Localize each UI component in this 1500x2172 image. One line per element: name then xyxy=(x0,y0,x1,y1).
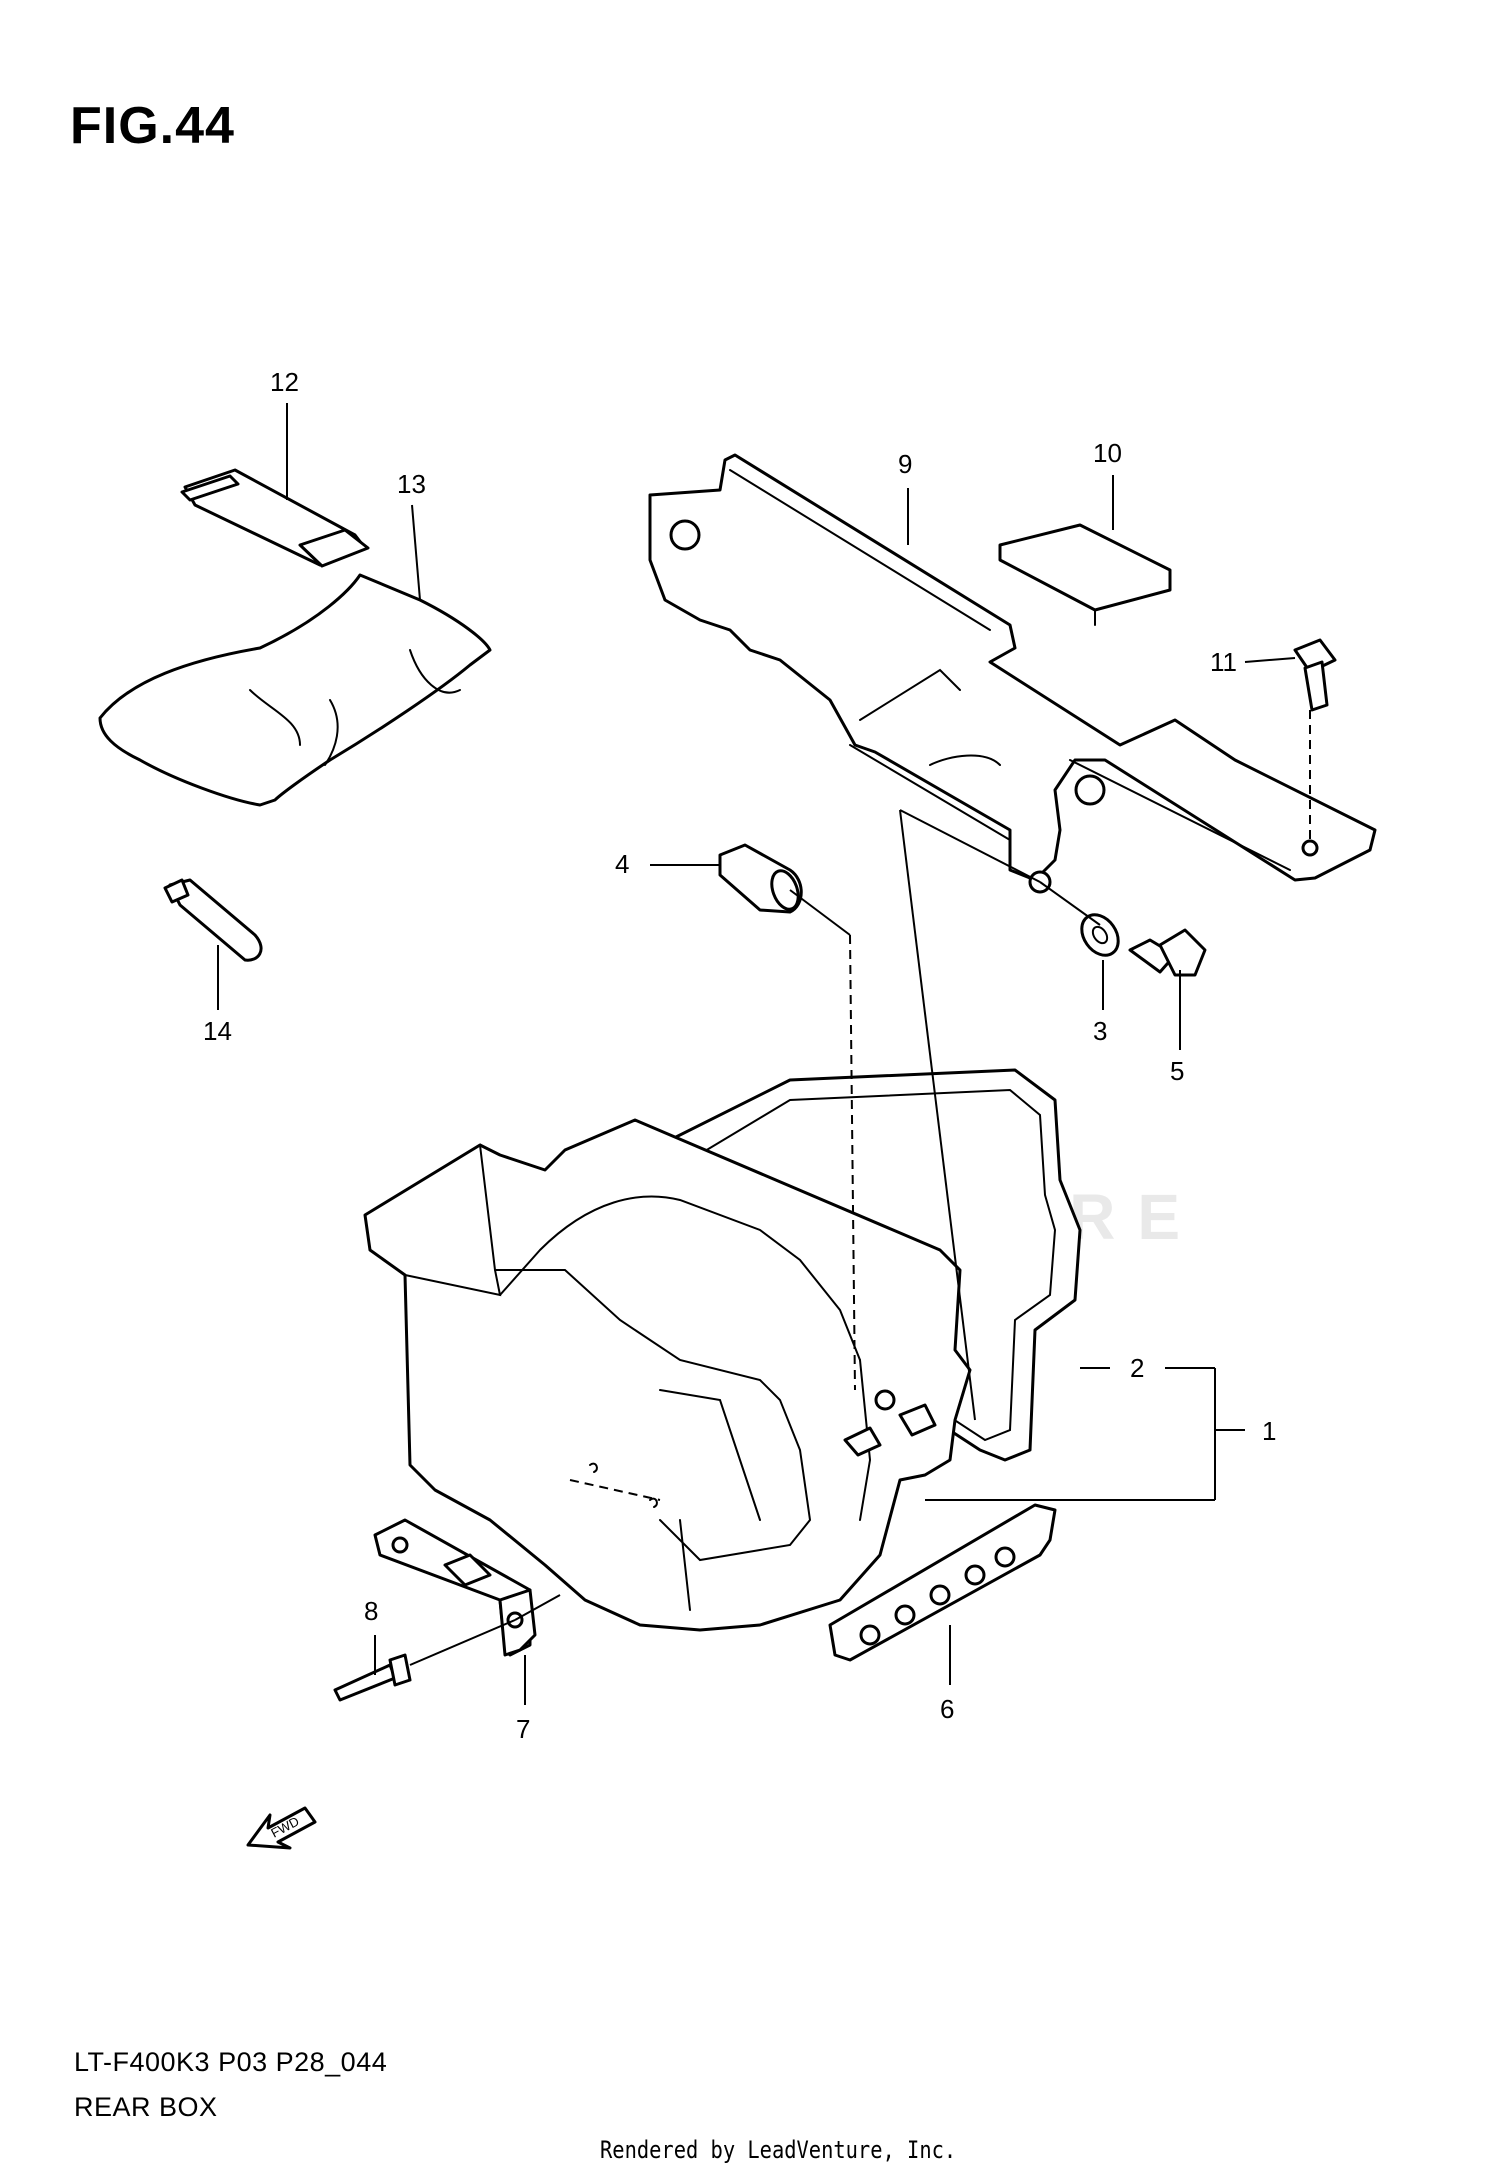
footer-credit: Rendered by LeadVenture, Inc. xyxy=(600,2136,957,2164)
diagram-code: LT-F400K3 P03 P28_044 xyxy=(74,2047,388,2077)
callout-10[interactable]: 10 xyxy=(1093,438,1122,468)
callout-7[interactable]: 7 xyxy=(516,1714,530,1744)
callout-11[interactable]: 11 xyxy=(1210,647,1237,677)
callout-12[interactable]: 12 xyxy=(270,367,299,397)
reflector-bracket-part[interactable] xyxy=(828,1503,1057,1662)
callout-13[interactable]: 13 xyxy=(397,469,426,499)
bolt-part[interactable] xyxy=(1293,638,1337,712)
strap-part[interactable] xyxy=(180,468,370,568)
rear-box-part[interactable] xyxy=(363,1118,972,1632)
washer-part[interactable] xyxy=(1074,908,1125,962)
pad-part[interactable] xyxy=(998,523,1172,626)
figure-title: FIG.44 xyxy=(70,97,235,155)
plug-part[interactable] xyxy=(163,878,263,962)
plate-bracket-part[interactable] xyxy=(373,1518,537,1657)
forward-arrow-icon: FWD xyxy=(246,1806,317,1850)
callout-1[interactable]: 1 xyxy=(1262,1416,1276,1446)
callout-3[interactable]: 3 xyxy=(1093,1016,1107,1046)
leader-lines xyxy=(217,403,1311,1705)
screw-part[interactable] xyxy=(1128,928,1207,977)
callout-14[interactable]: 14 xyxy=(203,1016,232,1046)
cover-part[interactable] xyxy=(98,573,492,807)
bracket-part[interactable] xyxy=(648,453,1377,894)
diagram-name: REAR BOX xyxy=(74,2092,218,2122)
collar-part[interactable] xyxy=(718,843,803,914)
callouts: 1 2 3 4 5 6 7 8 9 10 11 12 13 14 xyxy=(203,367,1276,1744)
callout-8[interactable]: 8 xyxy=(364,1596,378,1626)
callout-9[interactable]: 9 xyxy=(898,449,912,479)
callout-4[interactable]: 4 xyxy=(615,849,629,879)
callout-5[interactable]: 5 xyxy=(1170,1056,1184,1086)
callout-2[interactable]: 2 xyxy=(1130,1353,1144,1383)
rivet-part[interactable] xyxy=(333,1653,412,1702)
callout-6[interactable]: 6 xyxy=(940,1694,954,1724)
